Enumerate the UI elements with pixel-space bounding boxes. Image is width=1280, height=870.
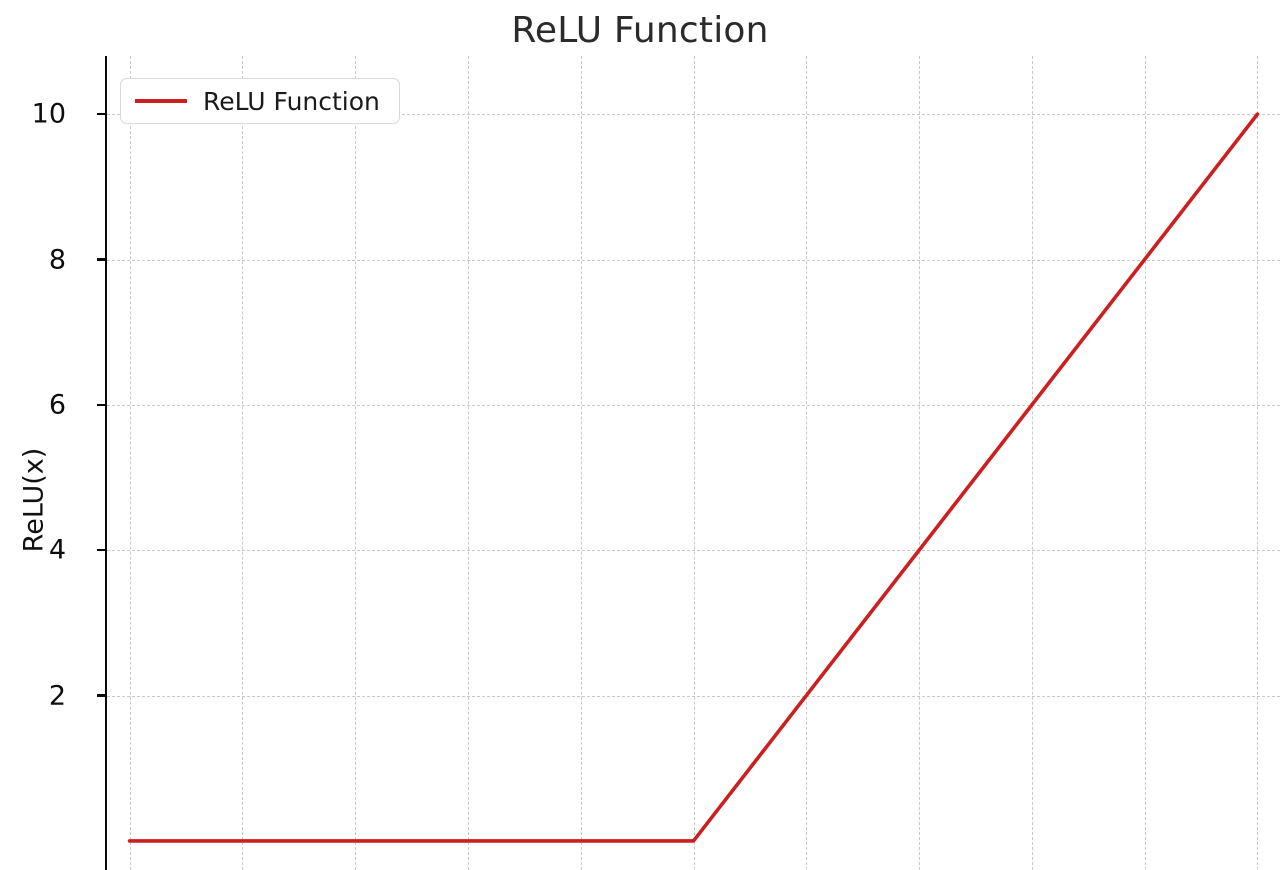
- y-tick-mark: [97, 694, 105, 697]
- gridline-vertical: [1144, 56, 1146, 870]
- gridline-horizontal: [107, 259, 1280, 261]
- legend-box[interactable]: ReLU Function: [120, 78, 400, 124]
- plot-area: [107, 56, 1280, 870]
- legend-entry-label: ReLU Function: [203, 86, 380, 116]
- gridline-horizontal: [107, 550, 1280, 552]
- gridline-vertical: [580, 56, 582, 870]
- gridline-vertical: [919, 56, 921, 870]
- y-tick-label: 6: [48, 389, 66, 421]
- legend-line-swatch: [135, 99, 187, 103]
- y-tick-mark: [97, 549, 105, 552]
- gridline-vertical: [693, 56, 695, 870]
- gridline-vertical: [1257, 56, 1259, 870]
- y-tick-label: 8: [48, 244, 66, 275]
- y-tick-label: 10: [31, 98, 66, 130]
- y-tick-mark: [97, 403, 105, 406]
- gridline-horizontal: [107, 695, 1280, 697]
- y-tick-label: 4: [48, 534, 66, 566]
- gridline-vertical: [242, 56, 244, 870]
- gridline-vertical: [806, 56, 808, 870]
- chart-title: ReLU Function: [511, 10, 769, 51]
- y-axis-spine: [105, 56, 108, 870]
- gridline-horizontal: [107, 404, 1280, 406]
- gridline-vertical: [1031, 56, 1033, 870]
- gridline-vertical: [129, 56, 131, 870]
- gridline-vertical: [467, 56, 469, 870]
- gridline-vertical: [355, 56, 357, 870]
- y-tick-mark: [97, 113, 105, 116]
- y-tick-label: 2: [48, 680, 66, 712]
- y-tick-mark: [97, 258, 105, 261]
